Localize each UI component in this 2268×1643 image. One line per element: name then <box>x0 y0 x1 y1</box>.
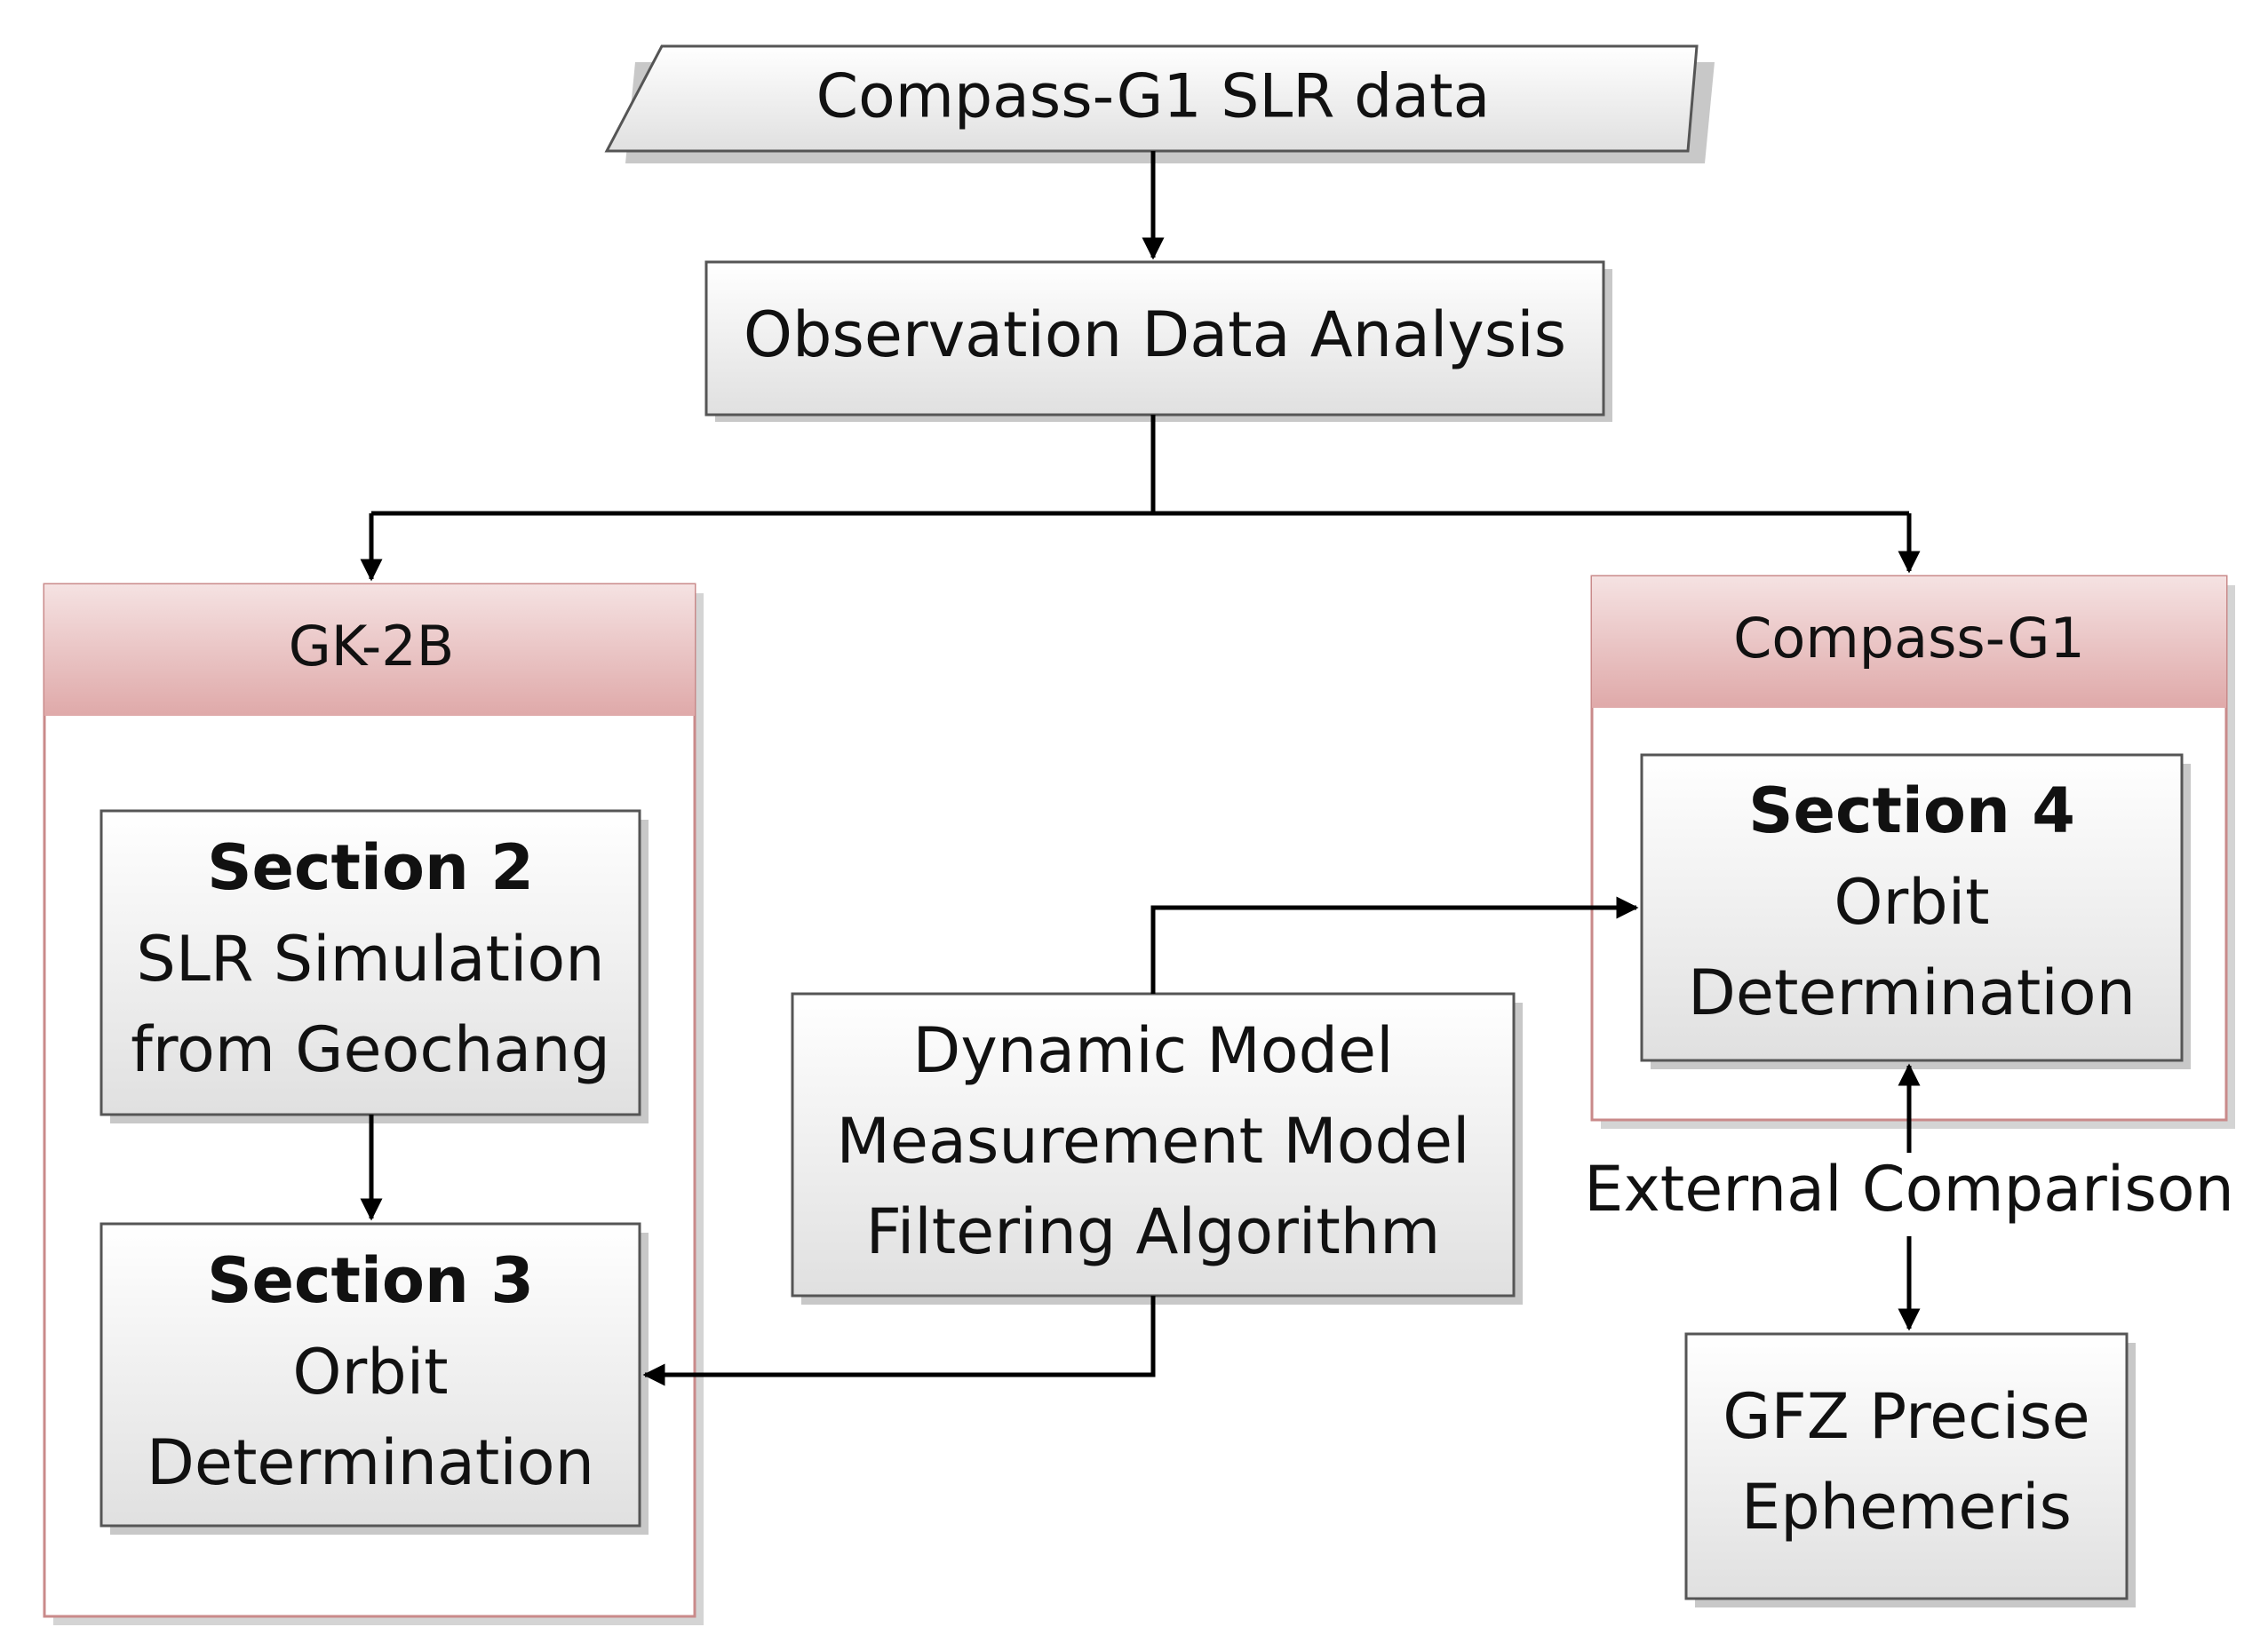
ephemeris-line2: Ephemeris <box>1741 1471 2072 1544</box>
external-comparison-label: External Comparison <box>1584 1153 2234 1226</box>
section2-heading: Section 2 <box>207 831 534 904</box>
section3-node: Section 3 Orbit Determination <box>99 1222 649 1535</box>
models-line3: Filtering Algorithm <box>866 1195 1441 1268</box>
models-node: Dynamic Model Measurement Model Filterin… <box>791 992 1523 1305</box>
ephemeris-line1: GFZ Precise <box>1723 1380 2089 1453</box>
section3-line1: Orbit <box>292 1336 448 1409</box>
arrow-models-to-section3 <box>642 1296 1156 1386</box>
models-line1: Dynamic Model <box>912 1014 1393 1087</box>
section4-line1: Orbit <box>1834 866 1989 939</box>
analysis-node: Observation Data Analysis <box>704 260 1612 422</box>
section2-node: Section 2 SLR Simulation from Geochang <box>99 809 649 1123</box>
section4-heading: Section 4 <box>1748 774 2075 847</box>
input-data-label: Compass-G1 SLR data <box>816 62 1491 132</box>
section4-line2: Determination <box>1688 956 2136 1029</box>
group-gk2b-title: GK-2B <box>289 614 455 679</box>
input-data-node: Compass-G1 SLR data <box>604 44 1715 163</box>
models-line2: Measurement Model <box>837 1105 1470 1178</box>
section3-line2: Determination <box>147 1426 594 1499</box>
group-compass-title: Compass-G1 <box>1733 606 2085 671</box>
analysis-label: Observation Data Analysis <box>744 298 1566 371</box>
section2-line2: from Geochang <box>131 1013 610 1086</box>
ephemeris-node: GFZ Precise Ephemeris <box>1684 1332 2136 1607</box>
arrow-models-to-section4 <box>1150 896 1639 994</box>
section3-heading: Section 3 <box>207 1244 534 1317</box>
section4-node: Section 4 Orbit Determination <box>1640 753 2191 1069</box>
section2-line1: SLR Simulation <box>136 923 604 996</box>
